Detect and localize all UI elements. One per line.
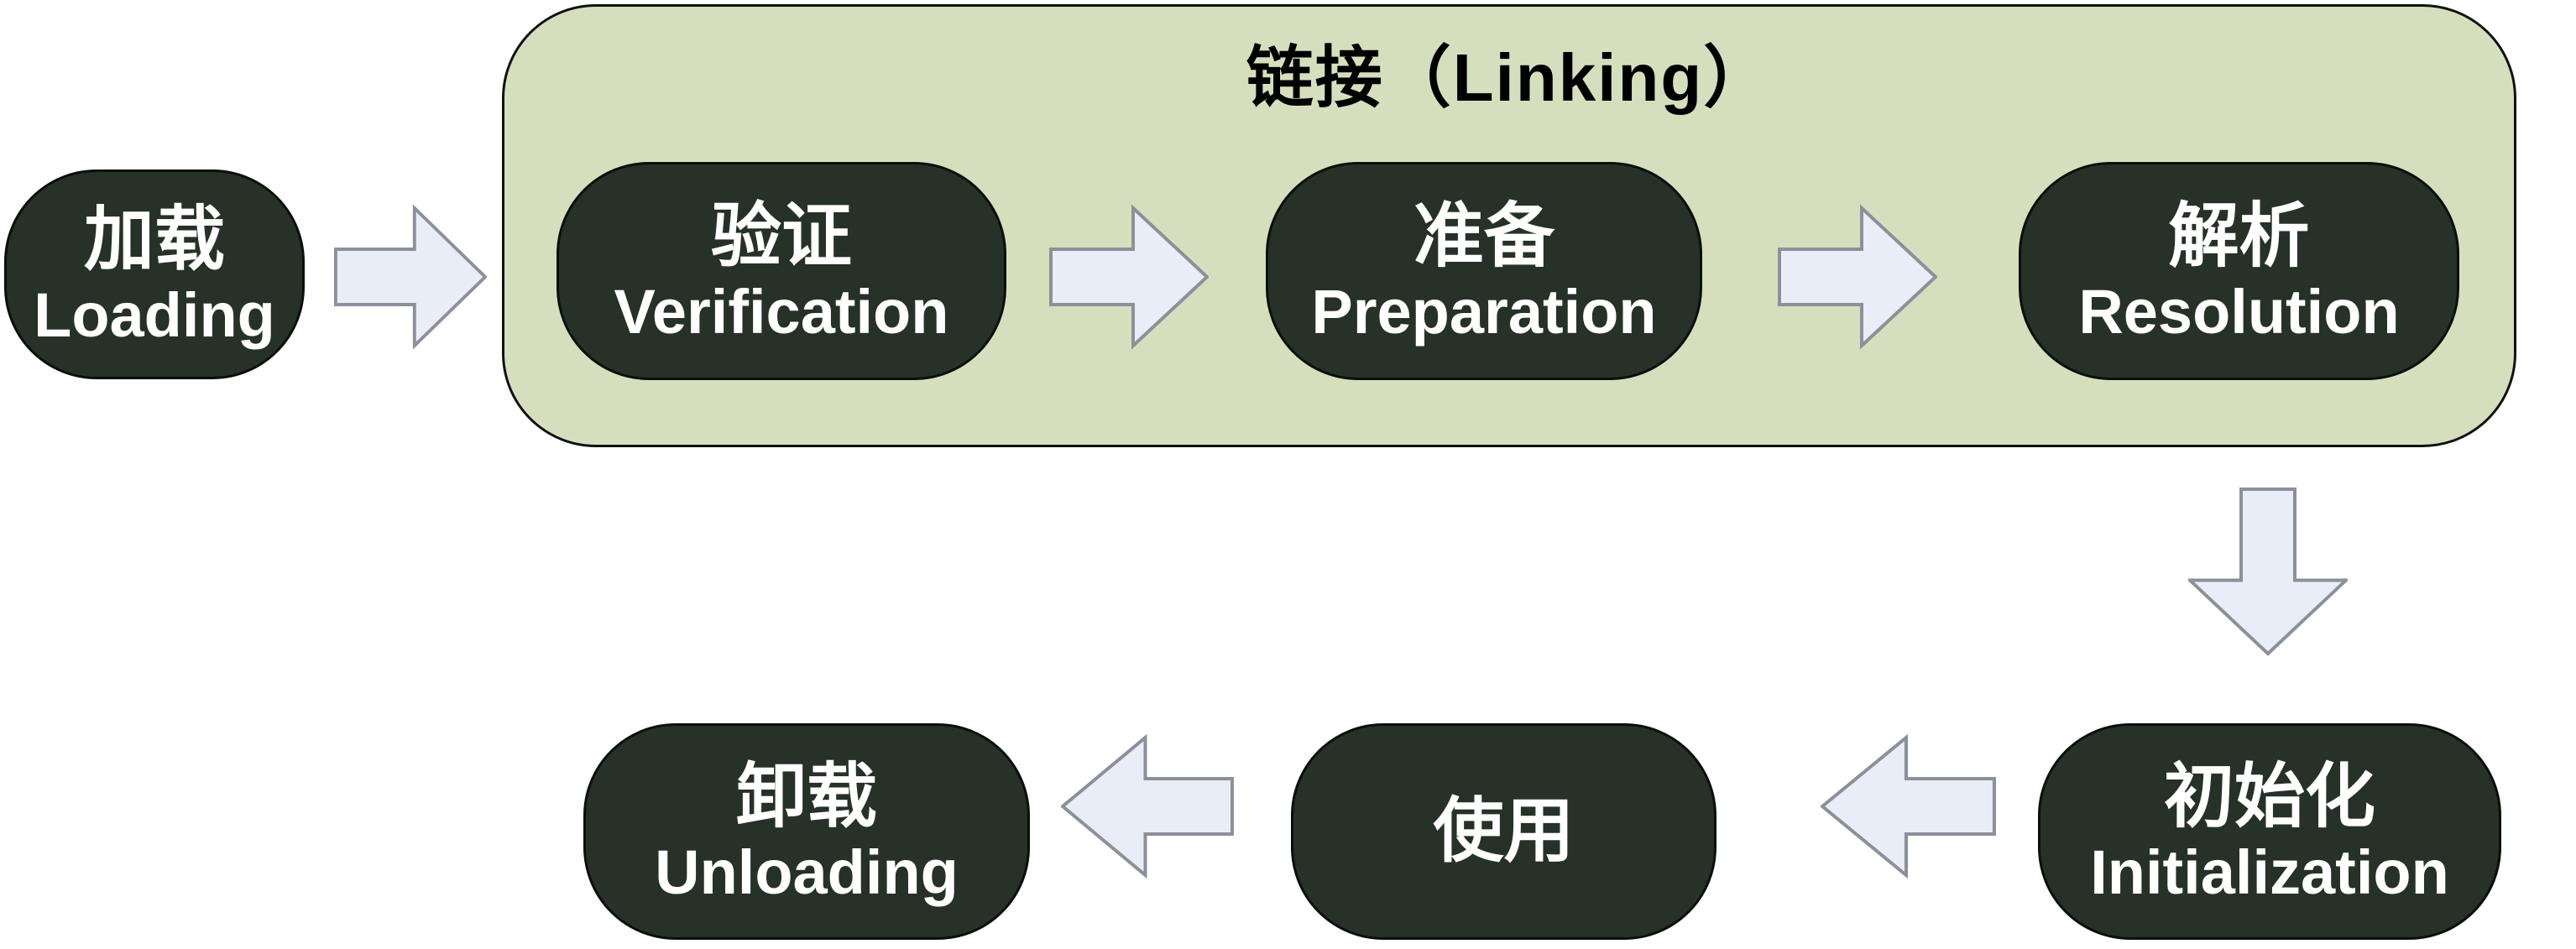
node-preparation-label-en: Preparation: [1311, 277, 1657, 347]
node-unloading: 卸载 Unloading: [583, 723, 1030, 940]
linking-group-title: 链接（Linking）: [1246, 40, 1773, 115]
node-loading-label-en: Loading: [34, 280, 275, 351]
node-loading-label-zh: 加载: [83, 200, 225, 279]
arrow-right-icon: [334, 201, 487, 352]
node-verification-label-zh: 验证: [710, 196, 852, 275]
node-initialization-label-en: Initialization: [2090, 837, 2449, 908]
arrow-down-icon: [2188, 488, 2348, 656]
node-initialization: 初始化 Initialization: [2038, 723, 2501, 940]
node-resolution: 解析 Resolution: [2019, 162, 2459, 380]
node-initialization-label-zh: 初始化: [2163, 757, 2375, 836]
arrow-right-icon: [1049, 201, 1209, 352]
node-using-label-zh: 使用: [1433, 791, 1575, 871]
node-preparation: 准备 Preparation: [1266, 162, 1702, 380]
arrow-left-icon: [1061, 733, 1234, 880]
node-resolution-label-zh: 解析: [2168, 196, 2310, 275]
arrow-left-icon: [1821, 733, 1996, 880]
node-verification-label-en: Verification: [614, 277, 949, 347]
node-verification: 验证 Verification: [556, 162, 1006, 380]
node-using: 使用: [1291, 723, 1716, 940]
node-unloading-label-zh: 卸载: [735, 757, 877, 836]
node-resolution-label-en: Resolution: [2078, 277, 2400, 347]
node-preparation-label-zh: 准备: [1413, 196, 1554, 275]
node-loading: 加载 Loading: [4, 169, 305, 379]
arrow-right-icon: [1778, 201, 1937, 352]
node-unloading-label-en: Unloading: [655, 837, 959, 908]
